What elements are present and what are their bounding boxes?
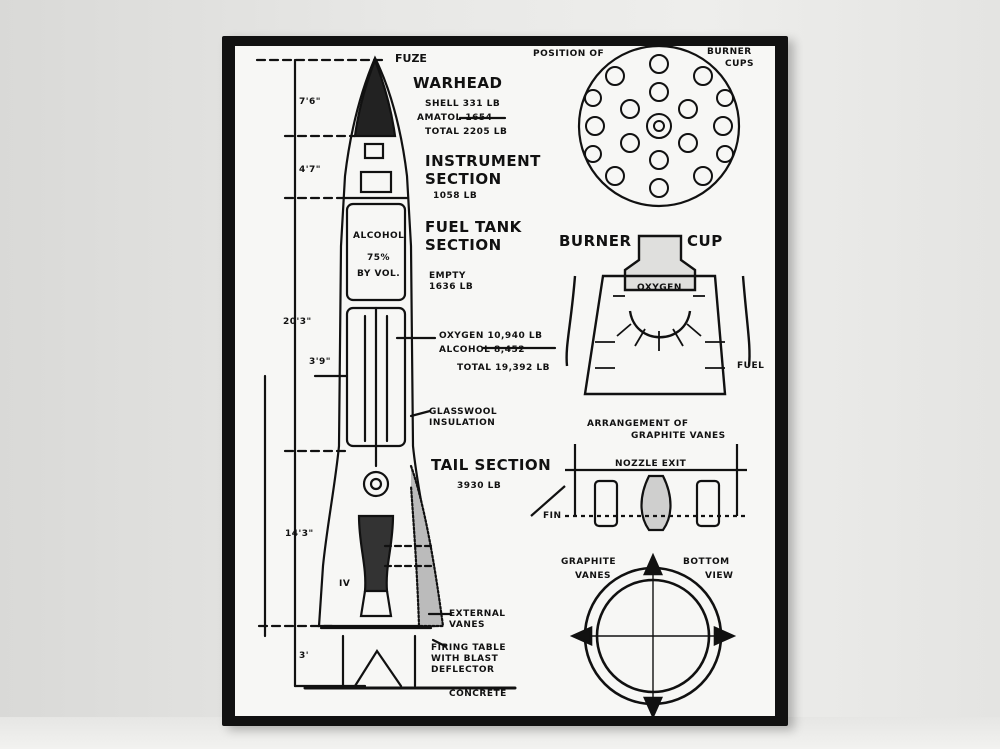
bottom-view-label-2: VIEW	[705, 571, 733, 581]
burner-cup-title-1: BURNER	[559, 232, 632, 250]
firing-2: WITH BLAST	[431, 654, 499, 664]
tail-weight: 3930 LB	[457, 481, 501, 491]
tail-label: TAIL SECTION	[431, 456, 551, 474]
dim-body: 20'3"	[283, 317, 312, 327]
empty-label: EMPTY	[429, 271, 466, 281]
glasswool-2: INSULATION	[429, 418, 495, 428]
alcohol-weight: ALCOHOL 8,452	[439, 345, 525, 355]
burner-cup-arrows	[595, 295, 725, 369]
fuel-label-2: SECTION	[425, 236, 502, 254]
arrangement-label-2: GRAPHITE VANES	[631, 431, 726, 441]
instrument-weight: 1058 LB	[433, 191, 477, 201]
warhead-label: WARHEAD	[413, 74, 502, 92]
burner-cup-detail	[565, 234, 751, 396]
cup-oxygen-label: OXYGEN	[637, 283, 682, 293]
firing-3: DEFLECTOR	[431, 665, 494, 675]
fuze-label: FUZE	[395, 52, 427, 65]
warhead-fill	[353, 56, 397, 138]
firing-1: FIRING TABLE	[431, 643, 506, 653]
instrument-label-2: SECTION	[425, 170, 502, 188]
burner-cup-title-2: CUP	[687, 232, 723, 250]
shell-weight: SHELL 331 LB	[425, 99, 500, 109]
dim-radius: 3'9"	[309, 357, 331, 367]
arrangement-label-1: ARRANGEMENT OF	[587, 419, 689, 429]
plaque-panel	[235, 46, 775, 716]
graphite-vane-arrangement	[530, 444, 747, 532]
cup-fuel-label: FUEL	[737, 361, 764, 371]
alcohol-tank	[345, 202, 407, 302]
dim-tail: 14'3"	[285, 529, 314, 539]
warhead-total: TOTAL 2205 LB	[425, 127, 507, 137]
concrete-label: CONCRETE	[449, 689, 507, 699]
empty-weight: 1636 LB	[429, 282, 473, 292]
rocket-outline	[317, 55, 437, 628]
fin-marking: IV	[339, 579, 350, 589]
instrument-label-1: INSTRUMENT	[425, 152, 541, 170]
fin-label: FIN	[543, 511, 562, 521]
amatol-weight: AMATOL 1654	[417, 113, 492, 123]
bottom-view-label-1: BOTTOM	[683, 557, 730, 567]
fuel-label-1: FUEL TANK	[425, 218, 523, 236]
tank-percent: 75%	[367, 253, 390, 263]
position-of-label: POSITION OF	[533, 49, 604, 59]
burner-cups-label-2: CUPS	[725, 59, 754, 69]
burner-cups-label-1: BURNER	[707, 47, 752, 57]
graphite-vanes-label-2: VANES	[575, 571, 611, 581]
tank-by-vol: BY VOL.	[357, 269, 400, 279]
graphite-vanes-label-1: GRAPHITE	[561, 557, 616, 567]
external-vanes-2: VANES	[449, 620, 485, 630]
dim-instrument: 4'7"	[299, 165, 321, 175]
dim-base: 3'	[299, 651, 309, 661]
burner-positions-circle	[577, 46, 741, 208]
rocket-diagram: FUZE WARHEAD SHELL 331 LB AMATOL 1654 TO…	[255, 46, 764, 716]
bottom-view	[569, 552, 737, 716]
tank-alcohol: ALCOHOL	[353, 231, 404, 241]
dim-warhead: 7'6"	[299, 97, 321, 107]
glasswool-1: GLASSWOOL	[429, 407, 497, 417]
oxygen-weight: OXYGEN 10,940 LB	[439, 331, 542, 341]
burner-cups	[584, 54, 734, 198]
nozzle-exit-label: NOZZLE EXIT	[615, 459, 687, 469]
fuel-total: TOTAL 19,392 LB	[457, 363, 550, 373]
external-vanes-1: EXTERNAL	[449, 609, 506, 619]
